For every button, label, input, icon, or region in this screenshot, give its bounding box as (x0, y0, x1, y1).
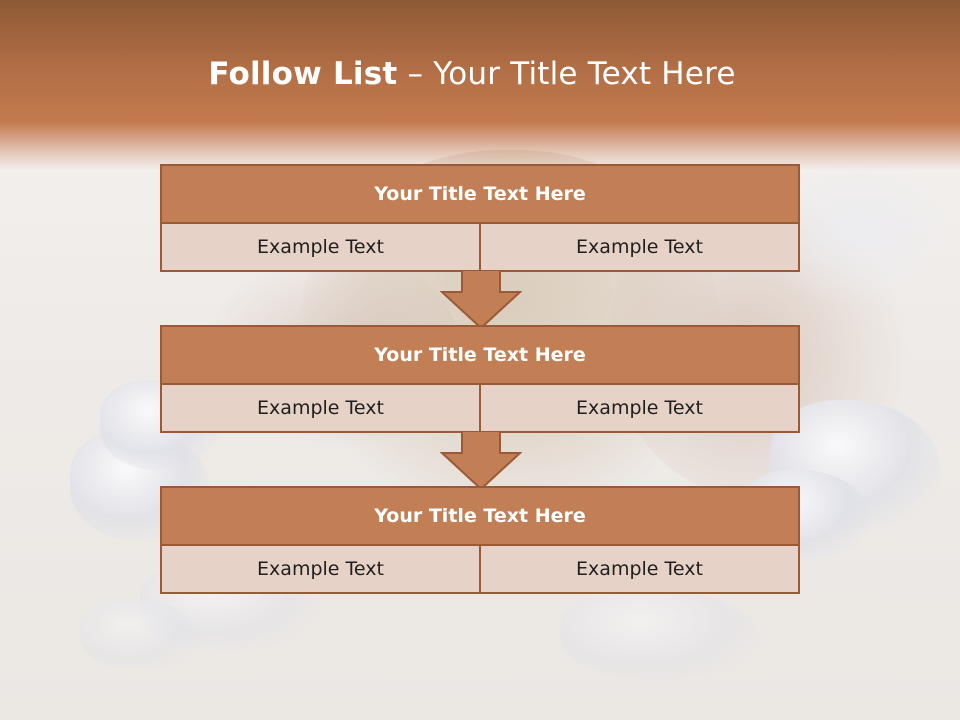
step-row: Example Text Example Text (162, 546, 798, 592)
step-title: Your Title Text Here (162, 166, 798, 224)
slide-title: Follow List – Your Title Text Here (0, 56, 944, 92)
step-cell-right: Example Text (479, 385, 798, 431)
step-row: Example Text Example Text (162, 224, 798, 270)
down-arrow-icon (440, 270, 522, 330)
step-title: Your Title Text Here (162, 488, 798, 546)
flow-step-2: Your Title Text Here Example Text Exampl… (160, 325, 800, 433)
step-cell-right: Example Text (479, 224, 798, 270)
flow-step-1: Your Title Text Here Example Text Exampl… (160, 164, 800, 272)
step-row: Example Text Example Text (162, 385, 798, 431)
step-cell-left: Example Text (162, 385, 479, 431)
step-cell-left: Example Text (162, 224, 479, 270)
step-cell-right: Example Text (479, 546, 798, 592)
down-arrow-icon (440, 431, 522, 491)
slide-title-bold: Follow List (208, 56, 398, 92)
step-cell-left: Example Text (162, 546, 479, 592)
step-title: Your Title Text Here (162, 327, 798, 385)
flow-step-3: Your Title Text Here Example Text Exampl… (160, 486, 800, 594)
crumpled-paper (80, 600, 200, 670)
header-band (0, 0, 960, 170)
slide-title-rest: – Your Title Text Here (397, 56, 736, 92)
crumpled-paper (560, 590, 760, 680)
